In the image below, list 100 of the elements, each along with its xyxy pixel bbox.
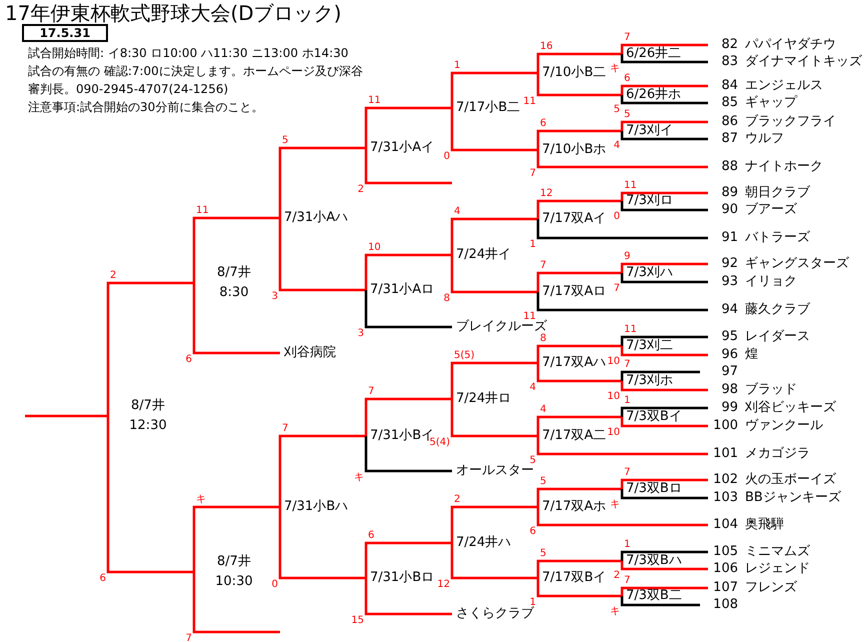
bracket-line	[620, 120, 708, 131]
bracket-line	[536, 507, 708, 526]
score-label: 1	[624, 540, 630, 550]
team-number: 108	[712, 597, 738, 612]
bracket-line	[364, 436, 452, 472]
match-label: 7/17双Aホ	[538, 499, 606, 514]
team-number: 97	[720, 364, 738, 379]
team-name: 奥飛騨	[745, 517, 784, 532]
bracket-line	[450, 72, 538, 108]
match-label: 7/3刈二	[622, 338, 673, 353]
team-name: 火の玉ボーイズ	[745, 472, 836, 487]
bracket-line	[536, 52, 622, 73]
score-label: 11	[624, 325, 637, 335]
score-label: 10	[607, 392, 620, 402]
team-number: 94	[720, 302, 738, 317]
note-text: 注意事項:試合開始の30分前に集合のこと。	[28, 99, 264, 116]
bracket-line	[620, 273, 708, 284]
team-number: 103	[712, 490, 738, 505]
score-label: 7	[624, 360, 630, 370]
score-label: 0	[614, 212, 620, 222]
score-label: 9	[624, 252, 630, 262]
team-name: 朝日クラブ	[745, 185, 810, 200]
score-label: 11	[368, 96, 381, 106]
bracket-line	[364, 290, 452, 328]
team-number: 101	[712, 446, 738, 461]
score-label: 4	[454, 207, 460, 217]
match-label: 7/31小Bハ	[280, 499, 348, 514]
bracket-line	[620, 489, 708, 500]
bracket-line	[450, 108, 538, 152]
bracket-line	[536, 416, 622, 436]
team-number: 107	[712, 580, 738, 595]
title: 17年伊東杯軟式野球大会(Dブロック)	[5, 1, 342, 25]
match-label: 7/3刈ハ	[622, 265, 673, 280]
team-number: 92	[720, 256, 738, 271]
score-label: 7	[624, 468, 630, 478]
bracket-line	[450, 543, 538, 580]
match-date: 8/7井	[216, 553, 252, 571]
bracket-line	[620, 478, 708, 489]
score-label: 2	[110, 271, 116, 281]
team-number: 100	[712, 418, 738, 433]
score-label: 6	[540, 119, 546, 129]
score-label: 5	[624, 110, 630, 120]
score-label: 7	[540, 261, 546, 271]
team-number: 85	[720, 95, 738, 110]
bracket-line	[620, 44, 708, 54]
score-label: 3	[358, 329, 364, 339]
team-name: BBジャンキーズ	[745, 490, 841, 505]
score-label: 7	[186, 634, 192, 642]
score-label: 10	[368, 243, 381, 253]
bracket-line	[536, 150, 708, 168]
bracket-line	[192, 506, 280, 572]
bracket-line	[620, 406, 708, 417]
bracket-line	[536, 292, 708, 312]
team-number: 83	[720, 54, 738, 69]
bracket-line	[364, 148, 452, 184]
bracket-line	[620, 131, 708, 140]
team-name: ブラックフライ	[745, 114, 836, 129]
bracket-line	[536, 73, 622, 96]
bracket-line	[620, 192, 708, 201]
team-number: 105	[712, 544, 738, 559]
score-label: 6	[368, 531, 374, 541]
match-time: 12:30	[128, 417, 168, 435]
bracket-line	[620, 417, 708, 428]
match-time: 8:30	[218, 284, 250, 302]
score-label: 7	[282, 424, 288, 434]
score-label: 1	[454, 61, 460, 71]
bracket-line	[450, 506, 538, 543]
bracket-line	[536, 272, 622, 292]
match-date: 8/7井	[130, 397, 166, 415]
score-label: 7	[368, 387, 374, 397]
team-name: ギャップ	[745, 95, 797, 110]
score-label: 11	[523, 97, 536, 107]
team-name: バトラーズ	[745, 230, 810, 245]
score-label: 4	[540, 405, 546, 415]
bracket-line	[536, 560, 622, 578]
team-name: レジェンド	[745, 561, 810, 576]
team-name: エンジェルス	[745, 78, 823, 93]
score-label: 8	[540, 334, 546, 344]
match-label: 7/24井ロ	[452, 391, 512, 406]
team-name: ウルフ	[745, 131, 784, 146]
bracket-line	[620, 54, 708, 64]
score-label: 7	[624, 576, 630, 586]
score-label: 12	[437, 580, 450, 590]
match-label: 7/31小Aロ	[366, 282, 434, 297]
score-label: 5	[540, 549, 546, 559]
match-label: ブレイクルーズ	[452, 319, 547, 334]
score-label: 11	[523, 312, 536, 322]
bracket-line	[536, 363, 622, 382]
score-label: キ	[354, 473, 364, 483]
score-label: 2	[454, 495, 460, 505]
team-name: 藤久クラブ	[745, 302, 810, 317]
team-name: レイダース	[745, 329, 810, 344]
bracket-line	[278, 218, 366, 292]
match-label: 6/26井二	[622, 46, 682, 61]
score-label: 0	[272, 580, 278, 590]
team-number: 82	[720, 37, 738, 52]
score-label: 5(5)	[454, 351, 475, 361]
bracket-line	[620, 550, 708, 561]
score-label: 10	[607, 428, 620, 438]
bracket-line	[364, 578, 452, 616]
